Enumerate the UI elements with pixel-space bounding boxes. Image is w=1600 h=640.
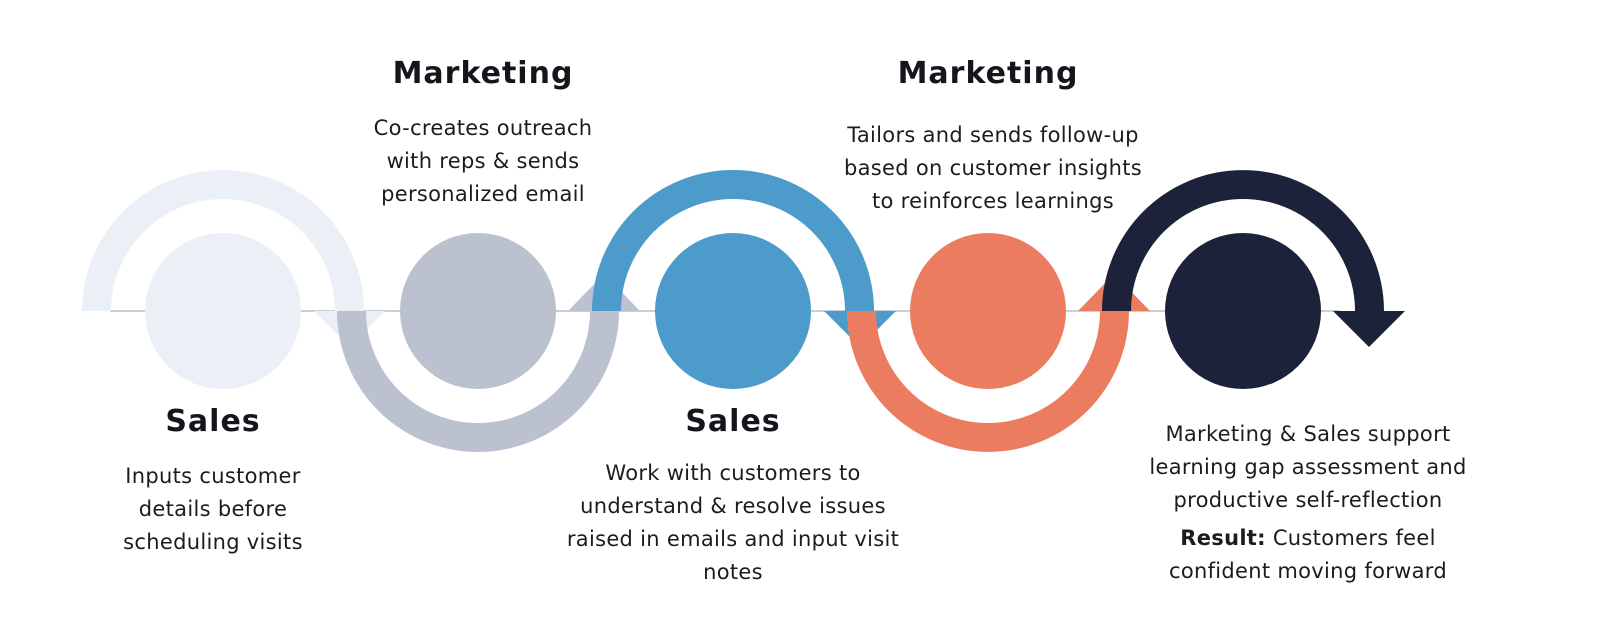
arc-orange-bottom <box>847 311 1129 452</box>
step-4-desc-line: to reinforces learnings <box>871 189 1114 213</box>
step-4-title: Marketing <box>897 56 1079 91</box>
step-1-description: Inputs customer details before schedulin… <box>63 460 363 559</box>
step-2-desc-line: personalized email <box>381 182 585 206</box>
step-3-description: Work with customers to understand & reso… <box>533 457 933 589</box>
step-3-desc-line: understand & resolve issues <box>580 494 886 518</box>
step-5-result: Result: Customers feel confident moving … <box>1123 522 1493 588</box>
step-5-result-line: confident moving forward <box>1169 559 1447 583</box>
arc-navy-top <box>1102 170 1384 311</box>
step-1-circle <box>145 233 301 389</box>
step-3-title: Sales <box>685 404 781 439</box>
step-2-description: Co-creates outreach with reps & sends pe… <box>318 112 648 211</box>
step-5-circle <box>1165 233 1321 389</box>
result-text: Customers feel <box>1272 526 1436 550</box>
step-3-desc-line: notes <box>703 560 763 584</box>
step-3-desc-line: raised in emails and input visit <box>566 527 900 551</box>
step-3-circle <box>655 233 811 389</box>
step-1-desc-line: scheduling visits <box>123 530 303 554</box>
result-label: Result: <box>1180 526 1266 550</box>
step-4-desc-line: based on customer insights <box>844 156 1142 180</box>
step-4-circle <box>910 233 1066 389</box>
step-2-circle <box>400 233 556 389</box>
arc-blue-top <box>592 170 874 311</box>
step-3-desc-line: Work with customers to <box>605 461 861 485</box>
step-2-title: Marketing <box>392 56 574 91</box>
step-1-desc-line: details before <box>138 497 288 521</box>
step-4-desc-line: Tailors and sends follow-up <box>847 123 1139 147</box>
step-5-desc-line: learning gap assessment and <box>1149 455 1467 479</box>
step-5-result-line: Result: Customers feel <box>1123 522 1493 555</box>
step-1-desc-line: Inputs customer <box>125 464 301 488</box>
step-4-description: Tailors and sends follow-up based on cus… <box>808 119 1178 218</box>
step-2-desc-line: Co-creates outreach <box>373 116 593 140</box>
step-2-desc-line: with reps & sends <box>386 149 580 173</box>
step-1-title: Sales <box>165 404 261 439</box>
arrow-down-navy <box>1333 311 1405 347</box>
step-5-desc-line: Marketing & Sales support <box>1165 422 1451 446</box>
step-5-description: Marketing & Sales support learning gap a… <box>1123 418 1493 517</box>
arc-gray-bottom <box>337 311 619 452</box>
arc-light-top <box>82 170 364 311</box>
step-5-desc-line: productive self-reflection <box>1173 488 1443 512</box>
